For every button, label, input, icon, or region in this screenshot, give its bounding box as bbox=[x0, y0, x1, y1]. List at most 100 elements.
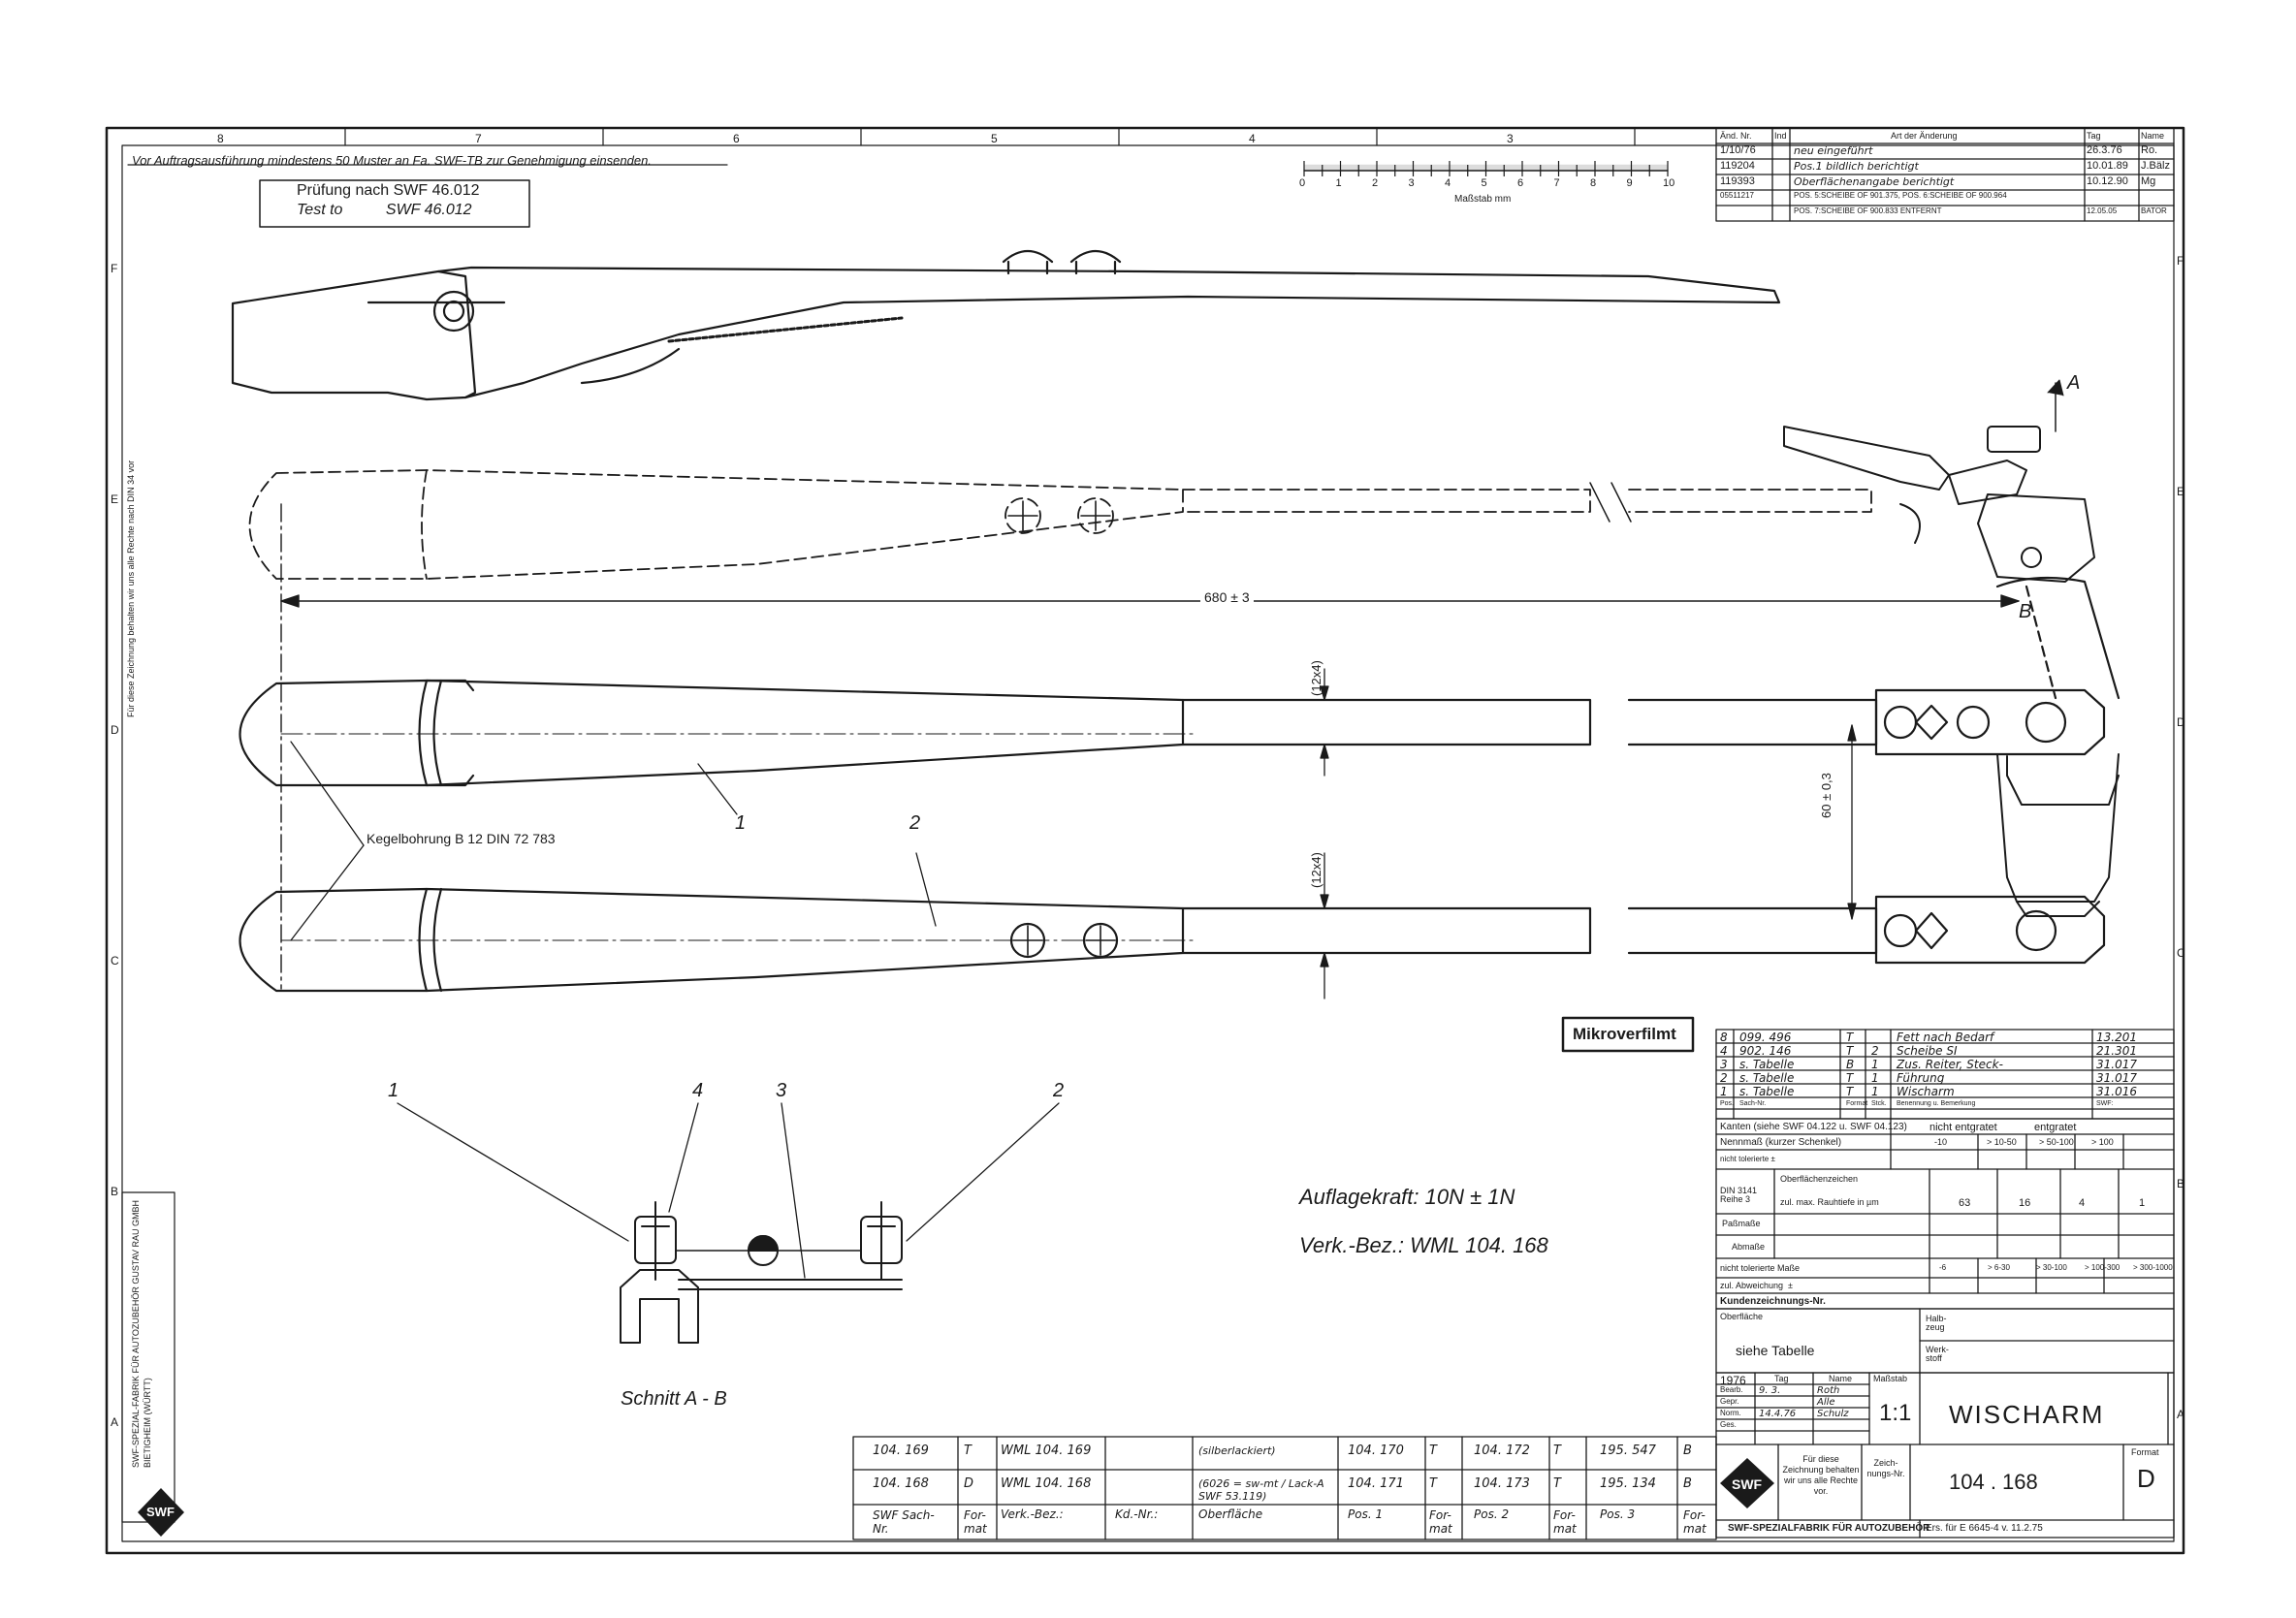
revision-header: Änd. Nr. bbox=[1720, 131, 1752, 141]
item-number-3-section: 3 bbox=[776, 1080, 787, 1101]
revision-cell: BATOR bbox=[2141, 206, 2167, 215]
revision-table-grid bbox=[1715, 127, 2175, 222]
revision-cell: 10.12.90 bbox=[2087, 175, 2128, 187]
variant-cell: 104. 169 bbox=[873, 1444, 929, 1458]
parts-list-header: Benennung u. Bemerkung bbox=[1897, 1100, 1976, 1107]
variant-header: For-mat bbox=[1683, 1508, 1706, 1536]
parts-list-grid bbox=[1715, 1029, 2175, 1120]
column-number: 5 bbox=[991, 132, 998, 145]
variant-cell: (silberlackiert) bbox=[1198, 1444, 1276, 1457]
dimension-gap bbox=[1847, 724, 1857, 920]
row-letter-left: C bbox=[111, 954, 119, 968]
roughness-value: 16 bbox=[2019, 1197, 2031, 1209]
variant-header: For-mat bbox=[1429, 1508, 1452, 1536]
revision-cell: POS. 7:SCHEIBE OF 900.833 ENTFERNT bbox=[1794, 206, 1942, 215]
item-number-4-section: 4 bbox=[692, 1080, 704, 1101]
untoleranced-range: -6 bbox=[1939, 1263, 1947, 1272]
variant-table-grid bbox=[852, 1436, 1717, 1540]
parts-list-cell: 31.017 bbox=[2096, 1071, 2137, 1085]
variant-cell: 104. 171 bbox=[1348, 1476, 1404, 1491]
surface-field: Oberfläche bbox=[1720, 1312, 1764, 1321]
section-marker-b: B bbox=[2019, 601, 2032, 622]
parts-list-cell: B bbox=[1846, 1058, 1855, 1071]
section-a-b bbox=[397, 1102, 1060, 1344]
title-row-name: Alle bbox=[1817, 1397, 1835, 1408]
edges-label: Kanten (siehe SWF 04.122 u. SWF 04.123) bbox=[1720, 1122, 1907, 1132]
roughness-value: 4 bbox=[2079, 1197, 2086, 1209]
fork-piece bbox=[1996, 753, 2120, 917]
company-vertical-text: SWF-SPEZIAL-FABRIK FÜR AUTOZUBEHÖR GUSTA… bbox=[131, 1199, 152, 1468]
item-number-2-section: 2 bbox=[1053, 1080, 1065, 1101]
format-value: D bbox=[2137, 1464, 2155, 1493]
swf-logo-small: SWF bbox=[146, 1505, 175, 1519]
row-letter-left: E bbox=[111, 492, 119, 506]
din-label: DIN 3141 Reihe 3 bbox=[1720, 1186, 1758, 1204]
swf-logo-shape bbox=[138, 1458, 1774, 1537]
scale-tick-label: 5 bbox=[1481, 177, 1487, 189]
variant-cell: 104. 173 bbox=[1474, 1476, 1530, 1491]
parts-list-cell: s. Tabelle bbox=[1739, 1085, 1795, 1098]
test-line-2: Test to SWF 46.012 bbox=[297, 202, 472, 218]
column-number: 4 bbox=[1249, 132, 1256, 145]
parts-list-header: Sach-Nr. bbox=[1739, 1100, 1767, 1107]
parts-list-cell: 3 bbox=[1720, 1058, 1728, 1071]
surface-value: siehe Tabelle bbox=[1736, 1343, 1815, 1358]
variant-header: Kd.-Nr.: bbox=[1115, 1507, 1159, 1521]
parts-list-cell: 31.016 bbox=[2096, 1085, 2137, 1098]
column-number: 8 bbox=[217, 132, 224, 145]
revision-cell: 119204 bbox=[1720, 160, 1755, 172]
variant-cell: D bbox=[964, 1476, 974, 1491]
microfilm-stamp: Mikroverfilmt bbox=[1573, 1025, 1676, 1043]
variant-cell: (6026 = sw-mt / Lack-A SWF 53.119) bbox=[1198, 1477, 1324, 1503]
parts-list-cell: Zus. Reiter, Steck- bbox=[1897, 1058, 2003, 1071]
parts-list-cell: Fett nach Bedarf bbox=[1897, 1031, 1994, 1044]
outer-frame bbox=[105, 126, 2185, 1555]
variant-cell: 104. 168 bbox=[873, 1476, 929, 1491]
nominal-range: > 50-100 bbox=[2039, 1137, 2074, 1147]
parts-list-cell: s. Tabelle bbox=[1739, 1071, 1795, 1085]
section-label: Schnitt A - B bbox=[621, 1388, 727, 1410]
scale-tick-label: 8 bbox=[1590, 177, 1597, 189]
column-number: 7 bbox=[475, 132, 482, 145]
customer-label: Kundenzeichnungs-Nr. bbox=[1720, 1296, 1826, 1307]
parts-list-cell: T bbox=[1846, 1044, 1854, 1058]
parts-list-cell: Führung bbox=[1897, 1071, 1945, 1085]
variant-header: Pos. 1 bbox=[1348, 1507, 1384, 1521]
variant-header: Pos. 2 bbox=[1474, 1507, 1510, 1521]
parts-list-cell: Wischarm bbox=[1897, 1085, 1955, 1098]
tube-dimension-2 bbox=[1320, 852, 1329, 999]
dimension-gap-label: 60 ± 0,3 bbox=[1819, 773, 1834, 818]
rights-note: Für diese Zeichnung behalten wir uns all… bbox=[1782, 1454, 1860, 1496]
parts-list-cell: 8 bbox=[1720, 1031, 1728, 1044]
item-number-1-section: 1 bbox=[388, 1080, 399, 1101]
row-letter-left: B bbox=[111, 1185, 119, 1198]
format-label: Format bbox=[2131, 1447, 2159, 1457]
parts-list-cell: s. Tabelle bbox=[1739, 1058, 1795, 1071]
variant-header: SWF Sach-Nr. bbox=[873, 1508, 935, 1536]
test-line-1: Prüfung nach SWF 46.012 bbox=[297, 182, 480, 199]
untoleranced-range: > 6-30 bbox=[1988, 1263, 2010, 1272]
title-row-label: Bearb. bbox=[1720, 1385, 1743, 1394]
parts-list-cell: T bbox=[1846, 1071, 1854, 1085]
variant-cell: 195. 547 bbox=[1600, 1444, 1656, 1458]
material-label: Werk-stoff bbox=[1926, 1345, 1949, 1363]
variant-cell: 195. 134 bbox=[1600, 1476, 1656, 1491]
revision-cell: Pos.1 bildlich berichtigt bbox=[1794, 160, 1919, 173]
variant-header: For-mat bbox=[1553, 1508, 1577, 1536]
parts-list-cell: T bbox=[1846, 1031, 1854, 1044]
tube-dimension-1 bbox=[1320, 668, 1329, 777]
row-letter-left: F bbox=[111, 262, 118, 275]
column-number: 6 bbox=[733, 132, 740, 145]
edges-not: nicht entgratet bbox=[1929, 1122, 1997, 1133]
variant-cell: B bbox=[1683, 1444, 1692, 1458]
surface-sign-label: Oberflächenzeichen bbox=[1780, 1174, 1859, 1184]
row-letter-right: A bbox=[2177, 1408, 2185, 1421]
tol-label: nicht tolerierte ± bbox=[1720, 1155, 1775, 1163]
roughness-label: zul. max. Rauhtiefe in µm bbox=[1780, 1197, 1879, 1207]
revision-header: Ind bbox=[1774, 131, 1787, 141]
scale-tick-label: 9 bbox=[1626, 177, 1633, 189]
arm-side-view bbox=[231, 249, 1781, 401]
microfilm-box bbox=[1561, 1016, 1695, 1053]
allowed-label: zul. Abweichung ± bbox=[1720, 1281, 1793, 1290]
parts-list-cell: 21.301 bbox=[2096, 1044, 2137, 1058]
